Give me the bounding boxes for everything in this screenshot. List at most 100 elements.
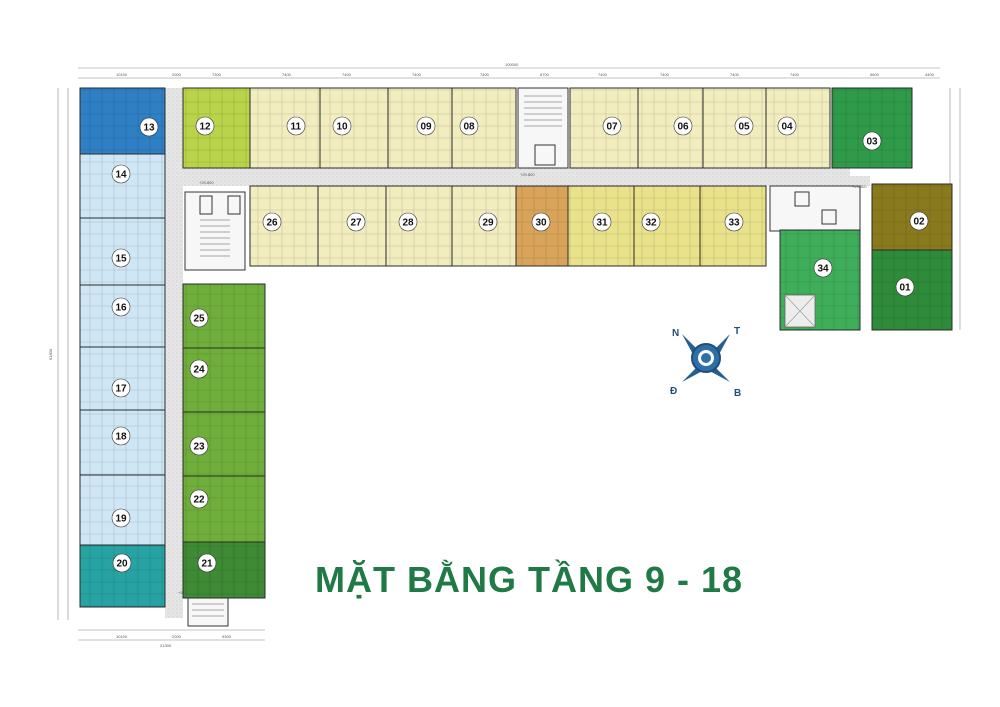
compass-b: B	[734, 388, 741, 399]
unit-23[interactable]: 23	[182, 411, 266, 477]
unit-number: 34	[818, 264, 830, 275]
unit-03[interactable]: 03	[831, 87, 913, 169]
room-layout	[250, 88, 320, 168]
unit-badge	[111, 297, 131, 317]
dim-top-seg: 4400	[925, 72, 935, 77]
unit-badge	[734, 116, 754, 136]
unit-33[interactable]: 33	[699, 185, 767, 267]
unit-30[interactable]: 30	[515, 185, 569, 267]
unit-31[interactable]: 31	[567, 185, 635, 267]
unit-number: 32	[646, 218, 658, 229]
dim-top-seg: 7300	[212, 72, 222, 77]
unit-24[interactable]: 24	[182, 347, 266, 413]
unit-number: 23	[194, 442, 206, 453]
unit-number: 03	[867, 137, 879, 148]
unit-badge	[111, 378, 131, 398]
unit-21[interactable]: 21	[182, 541, 266, 599]
core-east	[769, 185, 861, 232]
unit-number: 19	[116, 514, 128, 525]
unit-10[interactable]: 10	[319, 87, 389, 169]
unit-number: 06	[678, 122, 690, 133]
unit-16[interactable]: 16	[79, 284, 166, 348]
unit-14[interactable]: 14	[79, 153, 166, 219]
unit-15[interactable]: 15	[79, 217, 166, 286]
unit-badge	[909, 211, 929, 231]
unit-27[interactable]: 27	[317, 185, 387, 267]
unit-11[interactable]: 11	[249, 87, 321, 169]
unit-02[interactable]: 02	[871, 183, 953, 251]
unit-29[interactable]: 29	[451, 185, 517, 267]
unit-26[interactable]: 26	[249, 185, 319, 267]
light-well-cross	[784, 294, 816, 328]
unit-badge	[724, 212, 744, 232]
unit-badge	[139, 117, 159, 137]
dim-top-seg: 7400	[790, 72, 800, 77]
unit-badge	[111, 164, 131, 184]
level-tag: +29.800	[852, 184, 867, 189]
dim-top-seg: 7400	[282, 72, 292, 77]
core-north	[517, 87, 569, 169]
core-west	[184, 191, 246, 271]
level-tag: +29.800	[199, 180, 214, 185]
unit-17[interactable]: 17	[79, 346, 166, 411]
dim-top-seg: 7400	[412, 72, 422, 77]
corridors	[165, 88, 870, 618]
unit-number: 02	[914, 217, 926, 228]
compass: N T Đ B	[670, 326, 741, 399]
dim-top-seg: 7400	[480, 72, 490, 77]
unit-32[interactable]: 32	[633, 185, 701, 267]
unit-badge	[112, 553, 132, 573]
unit-number: 01	[900, 283, 912, 294]
unit-badge	[286, 116, 306, 136]
unit-badge	[895, 277, 915, 297]
room-layout	[766, 88, 830, 168]
unit-badge	[197, 553, 217, 573]
room-layout	[386, 186, 452, 266]
unit-22[interactable]: 22	[182, 475, 266, 543]
room-layout	[183, 88, 250, 168]
unit-badge	[189, 436, 209, 456]
unit-08[interactable]: 08	[451, 87, 517, 169]
page-title: MẶT BẰNG TẦNG 9 - 18	[315, 559, 744, 600]
unit-25[interactable]: 25	[182, 283, 266, 349]
unit-06[interactable]: 06	[637, 87, 704, 169]
dim-top-seg: 2000	[172, 72, 182, 77]
unit-20[interactable]: 20	[79, 544, 166, 608]
dim-bottom-seg: 9300	[222, 634, 232, 639]
unit-badge	[398, 212, 418, 232]
unit-18[interactable]: 18	[79, 409, 166, 476]
room-layout	[638, 88, 703, 168]
unit-number: 07	[607, 122, 619, 133]
unit-04[interactable]: 04	[765, 87, 831, 169]
unit-badge	[673, 116, 693, 136]
dim-top-seg: 7400	[342, 72, 352, 77]
main-corridor	[165, 168, 850, 186]
unit-badge	[189, 359, 209, 379]
unit-05[interactable]: 05	[702, 87, 767, 169]
unit-19[interactable]: 19	[79, 474, 166, 546]
unit-badge	[111, 508, 131, 528]
unit-number: 28	[403, 218, 415, 229]
unit-12[interactable]: 12	[182, 87, 251, 169]
unit-28[interactable]: 28	[385, 185, 453, 267]
unit-01[interactable]: 01	[871, 249, 953, 331]
unit-number: 18	[116, 432, 128, 443]
unit-badge	[262, 212, 282, 232]
room-layout	[832, 88, 912, 168]
unit-number: 17	[116, 384, 128, 395]
unit-number: 05	[739, 122, 751, 133]
unit-badge	[195, 116, 215, 136]
dim-top-total: 100000	[505, 62, 519, 67]
unit-number: 14	[116, 170, 128, 181]
unit-13[interactable]: 13	[79, 87, 166, 155]
unit-number: 21	[202, 559, 214, 570]
core-south	[187, 597, 229, 627]
unit-07[interactable]: 07	[569, 87, 639, 169]
unit-09[interactable]: 09	[387, 87, 453, 169]
dimension-lines	[57, 67, 961, 641]
unit-number: 22	[194, 495, 206, 506]
room-layout	[80, 347, 165, 410]
unit-number: 33	[729, 218, 741, 229]
unit-number: 15	[116, 254, 128, 265]
room-layout	[320, 88, 388, 168]
